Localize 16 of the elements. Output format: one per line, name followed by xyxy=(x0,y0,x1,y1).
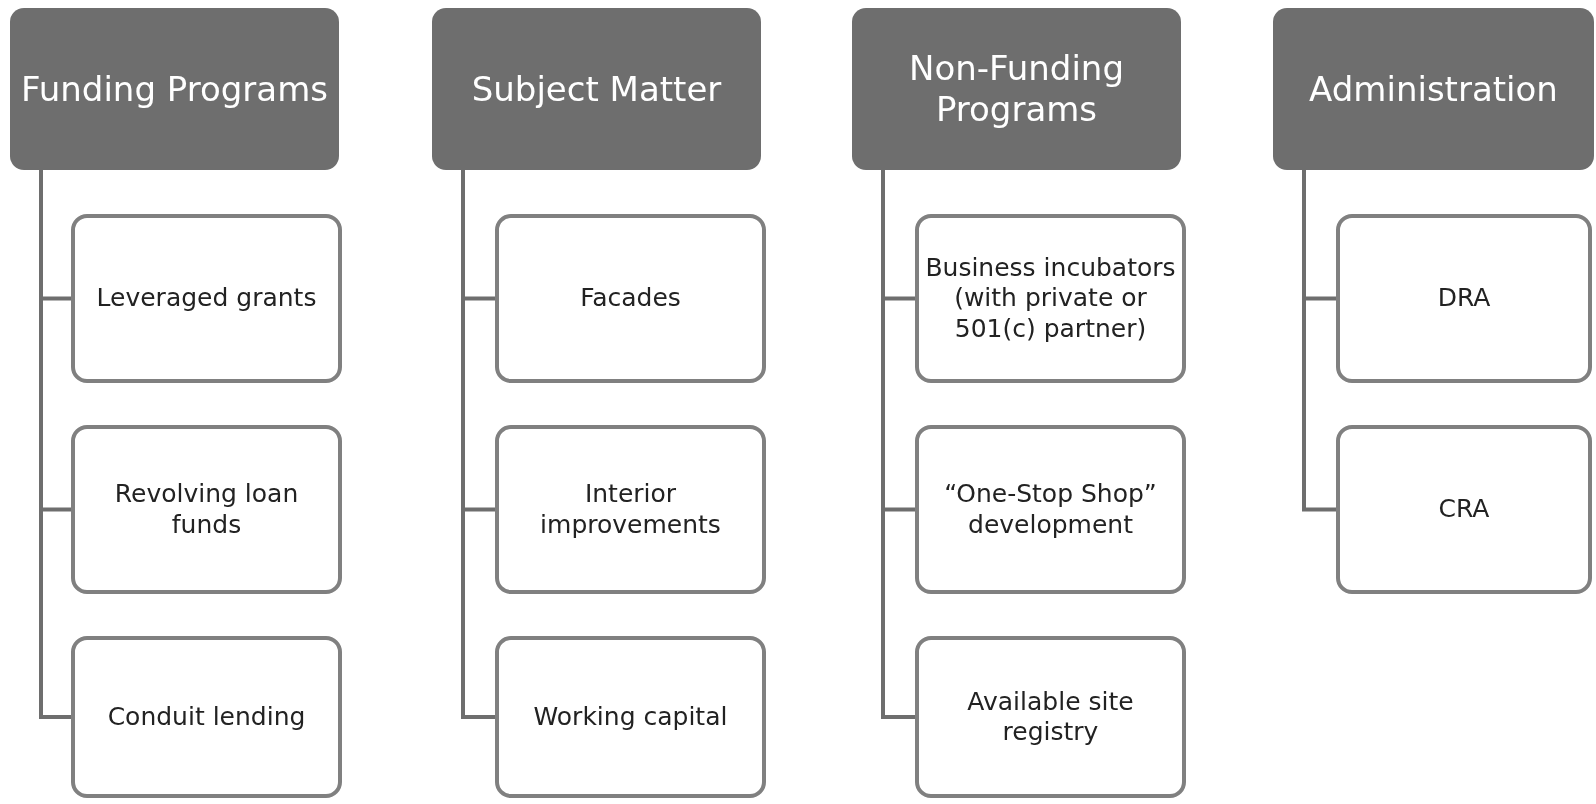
item-box: CRA xyxy=(1336,425,1592,594)
item-box: Business incubators (with private or 501(c) partner) xyxy=(915,214,1186,383)
item-box: Revolving loan funds xyxy=(71,425,342,594)
connector-line xyxy=(1302,170,1336,512)
item-box: Interior improvements xyxy=(495,425,766,594)
item-box: “One-Stop Shop” development xyxy=(915,425,1186,594)
item-box: Available site registry xyxy=(915,636,1186,798)
item-box: Facades xyxy=(495,214,766,383)
item-box: Working capital xyxy=(495,636,766,798)
category-header: Non-Funding Programs xyxy=(852,8,1181,170)
item-box: DRA xyxy=(1336,214,1592,383)
category-header: Funding Programs xyxy=(10,8,339,170)
category-header: Administration xyxy=(1273,8,1594,170)
item-box: Leveraged grants xyxy=(71,214,342,383)
category-header: Subject Matter xyxy=(432,8,761,170)
item-box: Conduit lending xyxy=(71,636,342,798)
